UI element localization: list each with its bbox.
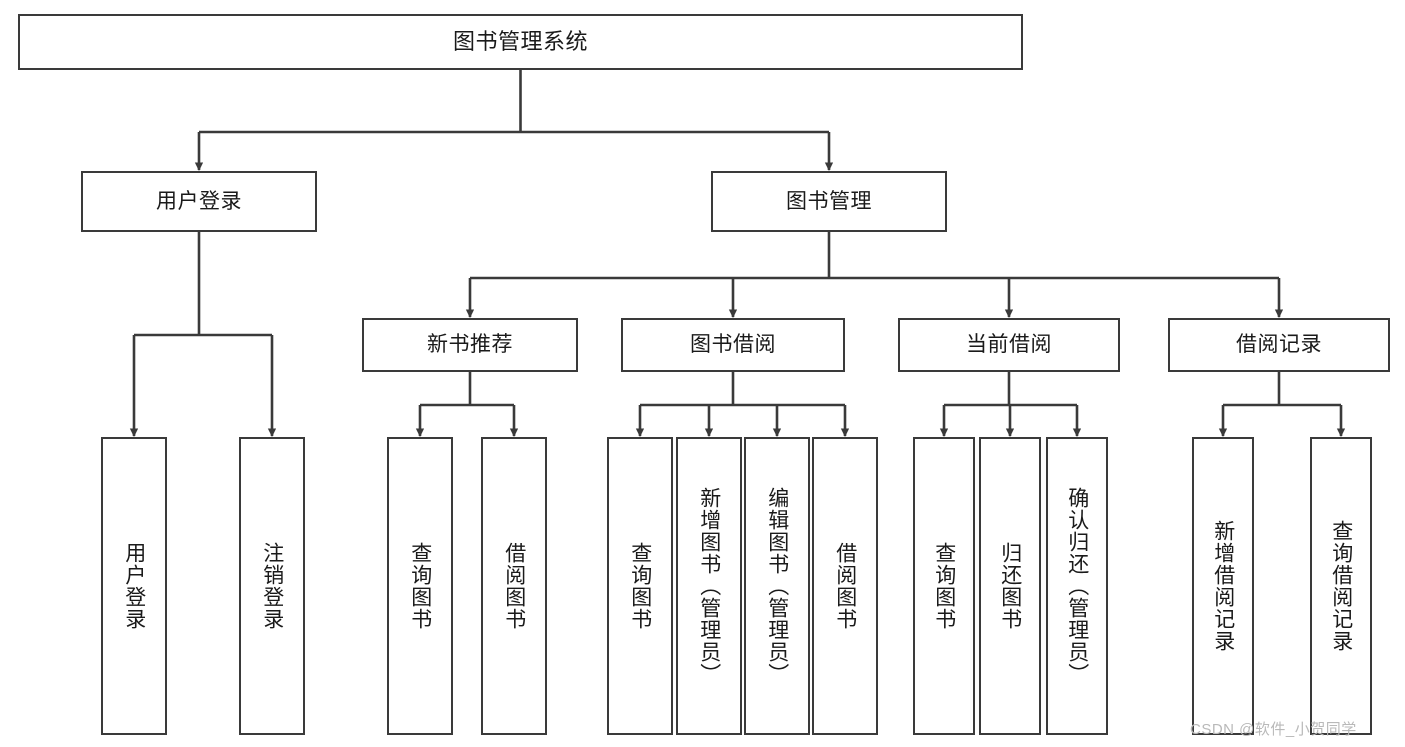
node-label: 借阅图书 [502, 542, 526, 630]
edge-group [129, 70, 1346, 438]
node-label: 图书管理 [786, 189, 872, 213]
node-label: 确认归还（管理员） [1065, 487, 1089, 685]
node-label: 查询图书 [932, 542, 956, 630]
node-leaf-add-record[interactable]: 新增借阅记录 [1192, 437, 1254, 735]
node-label: 编辑图书（管理员） [765, 487, 789, 685]
node-label: 用户登录 [122, 542, 146, 630]
node-label: 新增图书（管理员） [697, 487, 721, 685]
node-bookmgmt[interactable]: 图书管理 [711, 171, 947, 232]
node-leaf-query-book-2[interactable]: 查询图书 [607, 437, 673, 735]
node-label: 借阅记录 [1236, 333, 1322, 357]
node-leaf-add-book[interactable]: 新增图书（管理员） [676, 437, 742, 735]
node-label: 查询图书 [408, 542, 432, 630]
node-leaf-return-book[interactable]: 归还图书 [979, 437, 1041, 735]
node-label: 图书管理系统 [452, 28, 588, 54]
node-record[interactable]: 借阅记录 [1168, 318, 1390, 372]
node-leaf-borrow-book-1[interactable]: 借阅图书 [481, 437, 547, 735]
node-label: 当前借阅 [966, 333, 1052, 357]
node-leaf-query-book-1[interactable]: 查询图书 [387, 437, 453, 735]
node-leaf-confirm-ret[interactable]: 确认归还（管理员） [1046, 437, 1108, 735]
node-leaf-user-login[interactable]: 用户登录 [101, 437, 167, 735]
node-leaf-edit-book[interactable]: 编辑图书（管理员） [744, 437, 810, 735]
node-label: 新书推荐 [427, 333, 513, 357]
node-root[interactable]: 图书管理系统 [18, 14, 1023, 70]
node-label: 注销登录 [260, 542, 284, 630]
node-label: 用户登录 [156, 189, 242, 213]
node-label: 借阅图书 [833, 542, 857, 630]
node-leaf-logout[interactable]: 注销登录 [239, 437, 305, 735]
node-label: 新增借阅记录 [1211, 520, 1235, 652]
node-label: 查询借阅记录 [1329, 520, 1353, 652]
node-label: 查询图书 [628, 542, 652, 630]
node-label: 图书借阅 [690, 333, 776, 357]
node-leaf-query-record[interactable]: 查询借阅记录 [1310, 437, 1372, 735]
node-leaf-query-book-3[interactable]: 查询图书 [913, 437, 975, 735]
node-leaf-borrow-book-2[interactable]: 借阅图书 [812, 437, 878, 735]
node-login[interactable]: 用户登录 [81, 171, 317, 232]
node-current[interactable]: 当前借阅 [898, 318, 1120, 372]
node-newbook[interactable]: 新书推荐 [362, 318, 578, 372]
node-label: 归还图书 [998, 542, 1022, 630]
node-borrow[interactable]: 图书借阅 [621, 318, 845, 372]
